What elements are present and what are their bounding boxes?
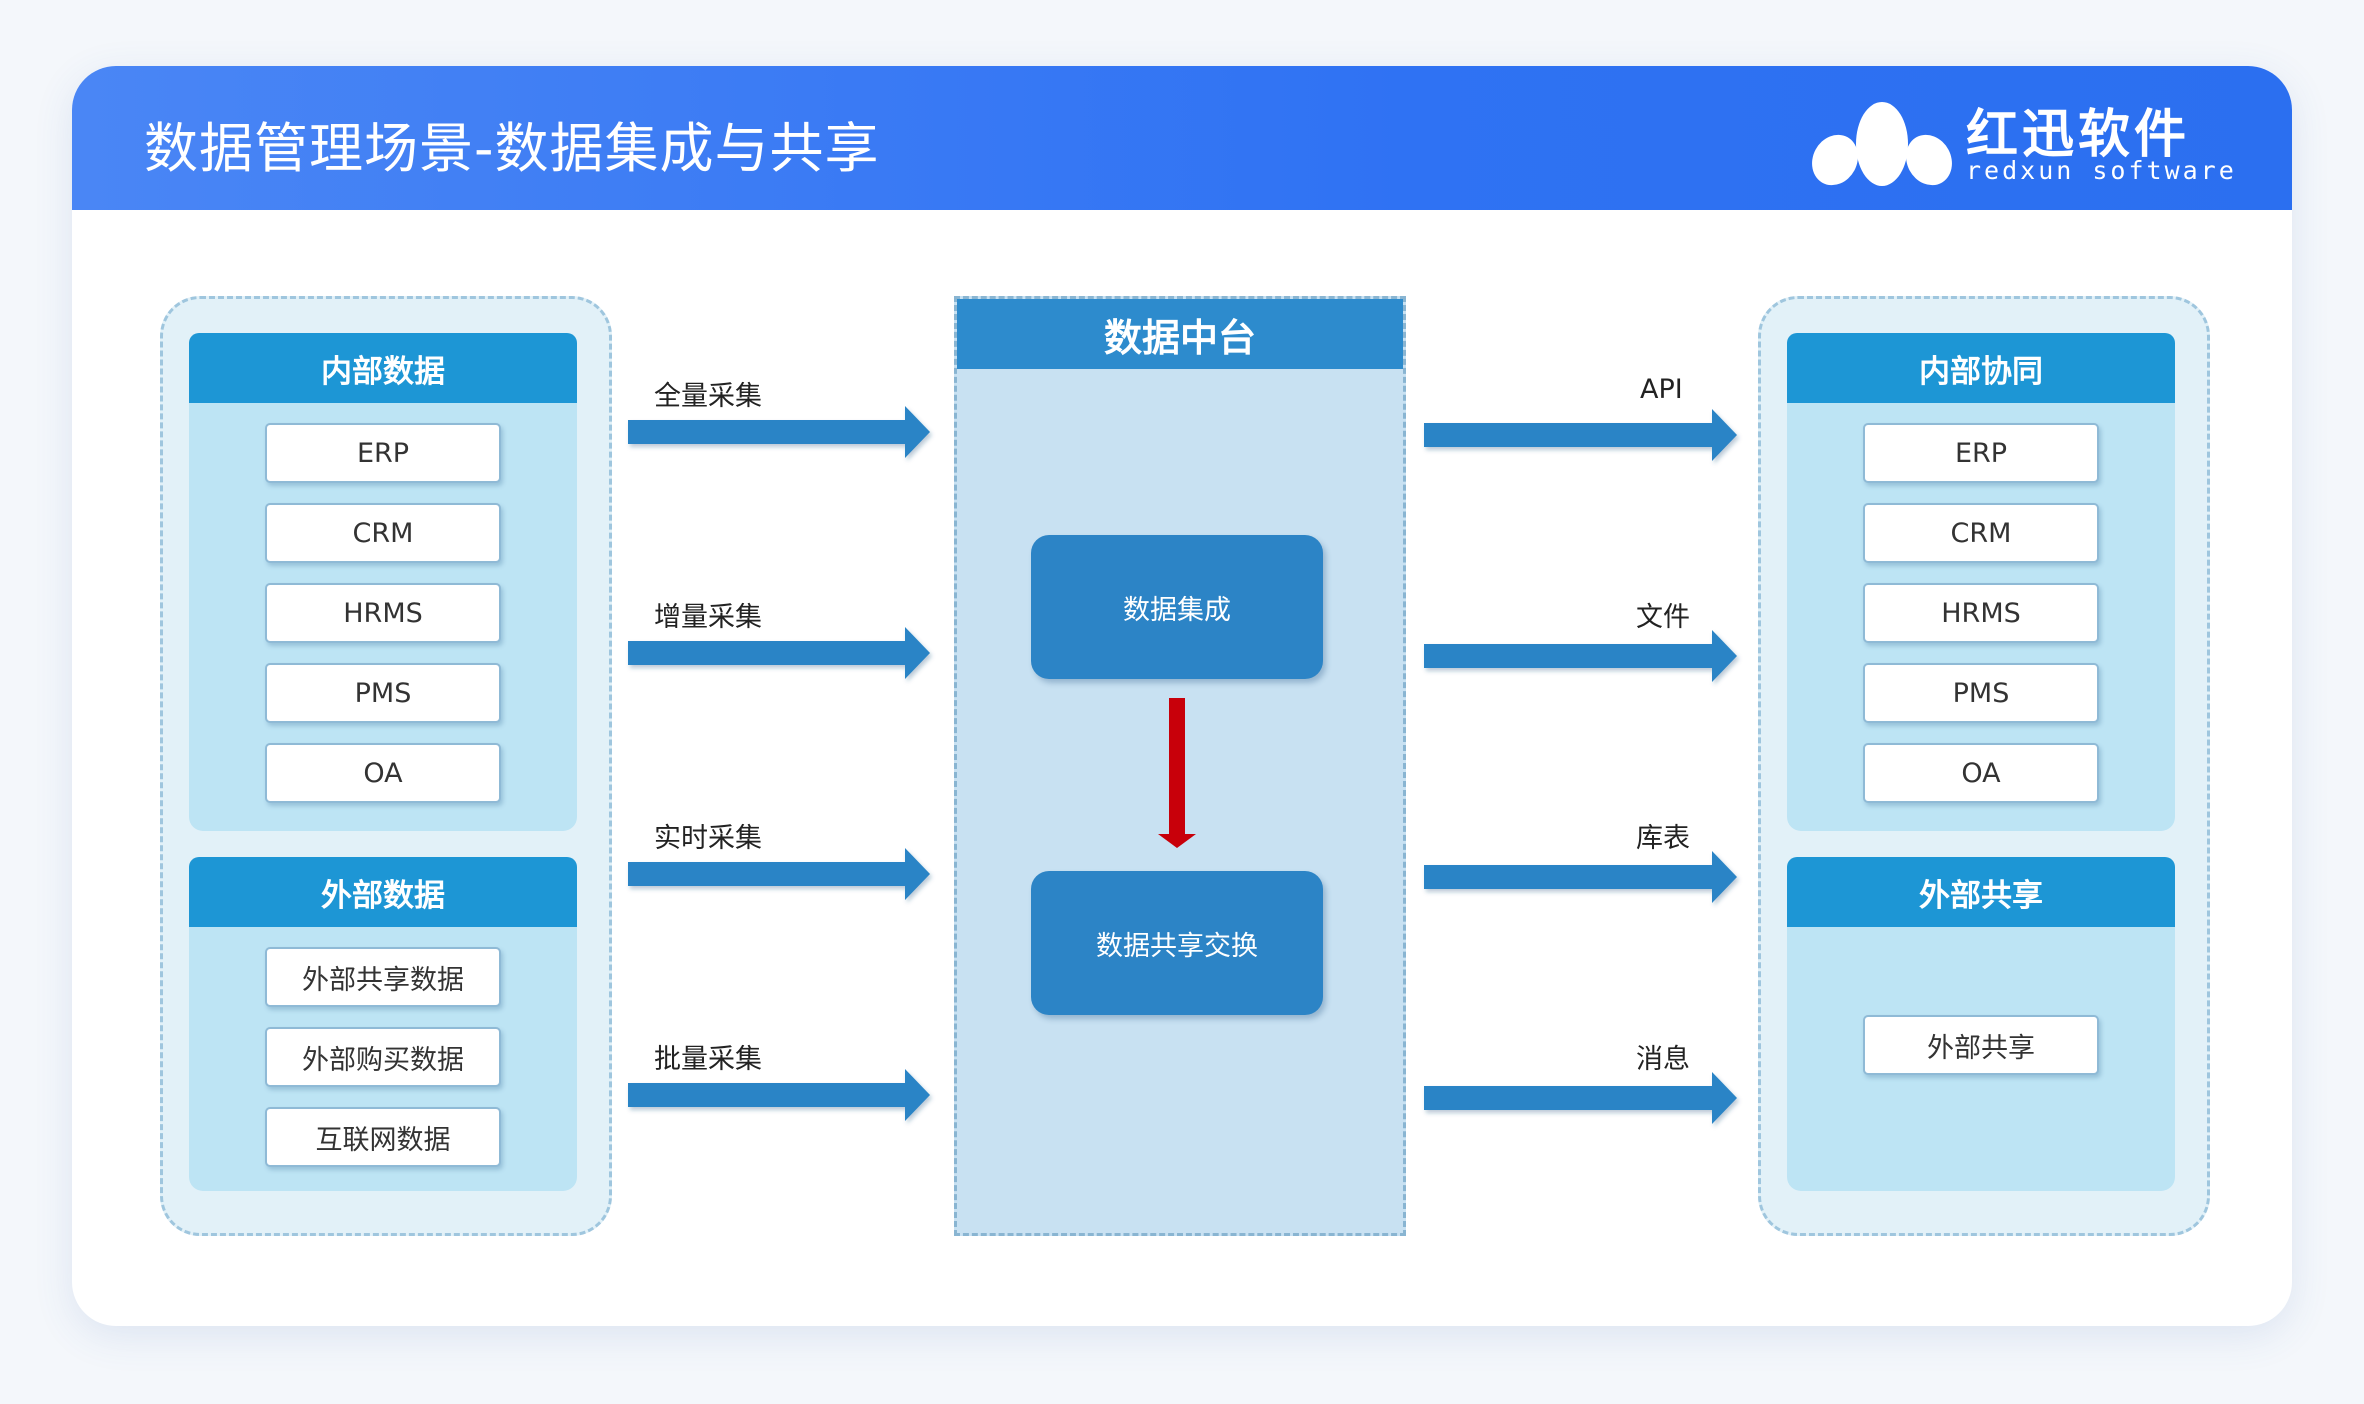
share-label-file: 文件 <box>1636 602 1690 633</box>
target-item-external-share: 外部共享 <box>1863 1015 2099 1075</box>
share-label-message: 消息 <box>1636 1044 1690 1075</box>
middle-platform-title: 数据中台 <box>957 299 1403 369</box>
external-share-title: 外部共享 <box>1787 857 2175 927</box>
internal-collab-title: 内部协同 <box>1787 333 2175 403</box>
target-panel: 内部协同 ERP CRM HRMS PMS OA 外部共享 外部共享 <box>1758 296 2210 1236</box>
collect-label-incremental: 增量采集 <box>654 602 762 633</box>
collect-arrow-realtime <box>628 848 930 900</box>
source-item-pms: PMS <box>265 663 501 723</box>
integration-to-sharing-arrow <box>1158 698 1196 848</box>
brand-name-cn: 红迅软件 <box>1966 105 2191 165</box>
data-sharing-box: 数据共享交换 <box>1031 871 1323 1015</box>
external-share-group: 外部共享 外部共享 <box>1787 857 2175 1191</box>
source-item-external-purchased: 外部购买数据 <box>265 1027 501 1087</box>
brand-name-en: redxun software <box>1966 156 2237 185</box>
source-item-external-shared: 外部共享数据 <box>265 947 501 1007</box>
share-label-table: 库表 <box>1636 823 1690 854</box>
source-item-crm: CRM <box>265 503 501 563</box>
share-arrow-message <box>1424 1072 1737 1124</box>
collect-arrow-batch <box>628 1069 930 1121</box>
external-data-title: 外部数据 <box>189 857 577 927</box>
collect-arrow-incremental <box>628 627 930 679</box>
collect-label-realtime: 实时采集 <box>654 823 762 854</box>
collect-label-full: 全量采集 <box>654 381 762 412</box>
internal-data-title: 内部数据 <box>189 333 577 403</box>
collect-arrow-full <box>628 406 930 458</box>
target-item-oa: OA <box>1863 743 2099 803</box>
share-label-api: API <box>1640 374 1683 405</box>
source-panel: 内部数据 ERP CRM HRMS PMS OA 外部数据 外部共享数据 外部购… <box>160 296 612 1236</box>
data-middle-platform: 数据中台 数据集成 数据共享交换 <box>954 296 1406 1236</box>
target-item-erp: ERP <box>1863 423 2099 483</box>
target-item-hrms: HRMS <box>1863 583 2099 643</box>
internal-collab-group: 内部协同 ERP CRM HRMS PMS OA <box>1787 333 2175 831</box>
source-item-internet: 互联网数据 <box>265 1107 501 1167</box>
source-item-hrms: HRMS <box>265 583 501 643</box>
data-integration-box: 数据集成 <box>1031 535 1323 679</box>
share-arrow-file <box>1424 630 1737 682</box>
source-item-oa: OA <box>265 743 501 803</box>
header-bar: 数据管理场景-数据集成与共享 红迅软件 redxun software <box>72 66 2292 210</box>
share-arrow-api <box>1424 409 1737 461</box>
collect-label-batch: 批量采集 <box>654 1044 762 1075</box>
share-arrow-table <box>1424 851 1737 903</box>
target-item-crm: CRM <box>1863 503 2099 563</box>
external-data-group: 外部数据 外部共享数据 外部购买数据 互联网数据 <box>189 857 577 1191</box>
page-title: 数据管理场景-数据集成与共享 <box>144 117 880 180</box>
target-item-pms: PMS <box>1863 663 2099 723</box>
brand-logo: 红迅软件 redxun software <box>1808 88 2234 192</box>
source-item-erp: ERP <box>265 423 501 483</box>
internal-data-group: 内部数据 ERP CRM HRMS PMS OA <box>189 333 577 831</box>
redxun-logo-icon <box>1812 102 1952 186</box>
